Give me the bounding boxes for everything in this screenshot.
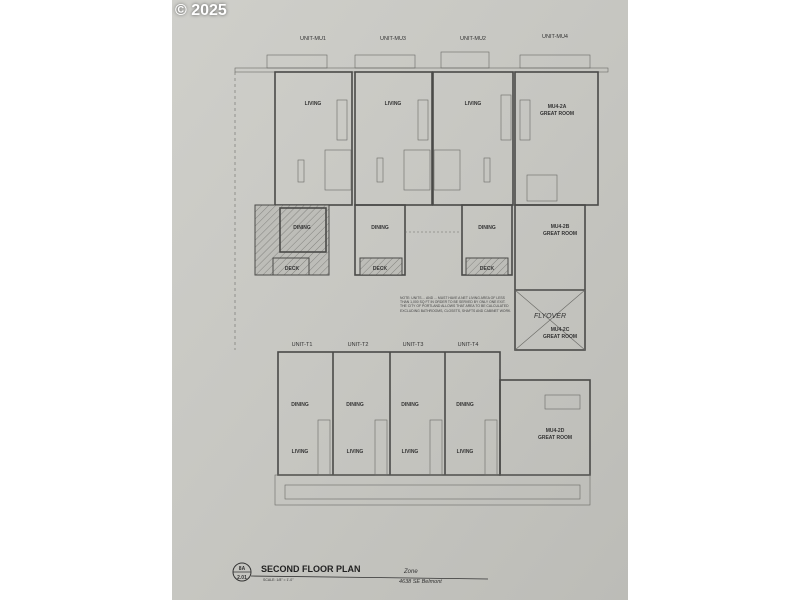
room-label: MU4-2A xyxy=(548,104,567,110)
room-label: MU4-2B xyxy=(551,224,570,230)
title-block: 8A 2.01 SECOND FLOOR PLAN SCALE: 1/8" = … xyxy=(232,562,489,585)
unit-label: UNIT-MU4 xyxy=(542,34,568,40)
unit-labels: UNIT-MU1 UNIT-MU3 UNIT-MU2 UNIT-MU4 LIVI… xyxy=(285,34,577,455)
room-label: DINING xyxy=(291,402,309,408)
room-label: GREAT ROOM xyxy=(538,435,572,441)
unit-label: UNIT-MU1 xyxy=(300,36,326,42)
room-label: MU4-2D xyxy=(546,428,565,434)
room-label: GREAT ROOM xyxy=(543,334,577,340)
room-label: LIVING xyxy=(402,449,419,455)
code-note-text: NOTE: UNITS ... AND ... MUST HAVE A NET … xyxy=(400,296,512,313)
flyover-note: FLYOVER xyxy=(534,313,566,320)
room-label: DECK xyxy=(373,266,388,272)
room-label: DINING xyxy=(401,402,419,408)
sheet-ref-top: 8A xyxy=(239,566,246,572)
room-label: DINING xyxy=(371,225,389,231)
room-label: LIVING xyxy=(457,449,474,455)
room-label: GREAT ROOM xyxy=(543,231,577,237)
unit-label: UNIT-MU2 xyxy=(460,36,486,42)
upper-building xyxy=(234,51,609,351)
unit-label: UNIT-T3 xyxy=(403,342,424,348)
unit-label: UNIT-MU3 xyxy=(380,36,406,42)
room-label: DINING xyxy=(293,225,311,231)
code-note: NOTE: UNITS ... AND ... MUST HAVE A NET … xyxy=(400,296,512,313)
room-label: LIVING xyxy=(305,101,322,107)
room-label: DECK xyxy=(480,266,495,272)
room-label: LIVING xyxy=(385,101,402,107)
handwritten-note: Zone xyxy=(403,569,418,575)
unit-label: UNIT-T1 xyxy=(292,342,313,348)
room-label: DINING xyxy=(346,402,364,408)
lower-building xyxy=(274,351,591,506)
room-label: LIVING xyxy=(465,101,482,107)
room-label: GREAT ROOM xyxy=(540,111,574,117)
room-label: MU4-2C xyxy=(551,327,570,333)
drawing-title: SECOND FLOOR PLAN xyxy=(261,564,361,574)
drawing-scale: SCALE: 1/8" = 1'-0" xyxy=(263,578,294,582)
copyright-watermark: © 2025 xyxy=(175,2,227,19)
unit-label: UNIT-T2 xyxy=(348,342,369,348)
paper-sheet xyxy=(172,0,628,600)
room-label: DINING xyxy=(478,225,496,231)
room-label: LIVING xyxy=(292,449,309,455)
room-label: LIVING xyxy=(347,449,364,455)
handwritten-address: 4638 SE Belmont xyxy=(399,579,442,585)
sheet-ref-bottom: 2.01 xyxy=(237,575,247,581)
room-label: DECK xyxy=(285,266,300,272)
room-label: DINING xyxy=(456,402,474,408)
unit-label: UNIT-T4 xyxy=(458,342,479,348)
